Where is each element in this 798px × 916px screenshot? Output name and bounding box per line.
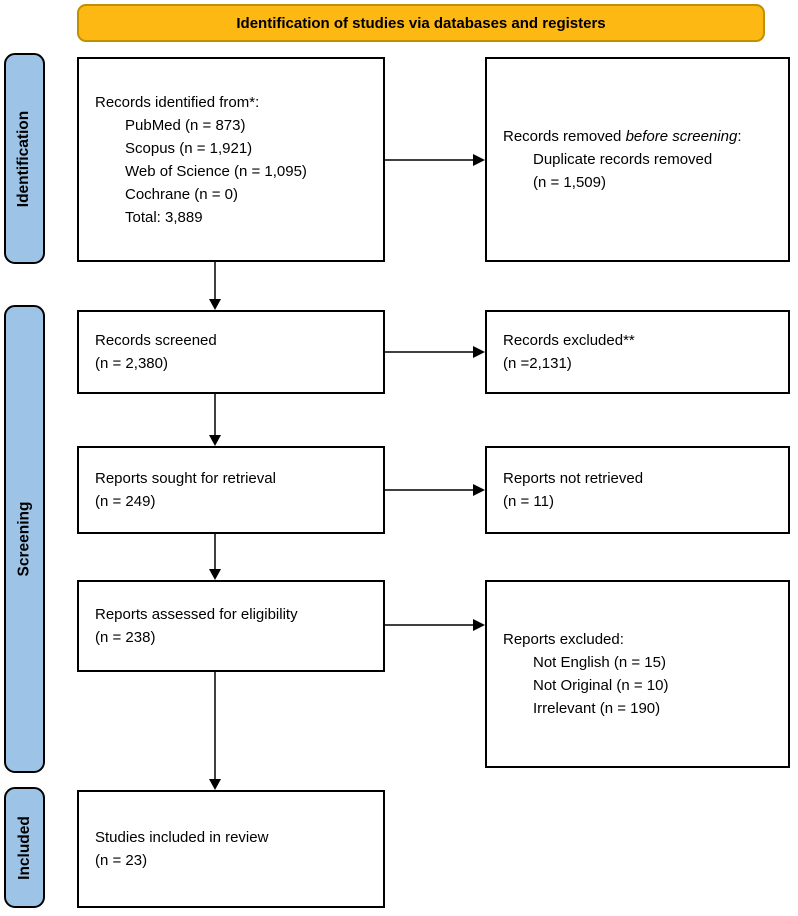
box-records-screened: Records screened (n = 2,380): [77, 310, 385, 394]
box-records-identified: Records identified from*: PubMed (n = 87…: [77, 57, 385, 262]
arrow-sought-to-assessed: [209, 534, 221, 580]
box-line: (n = 23): [95, 852, 148, 869]
box-records-excluded: Records excluded** (n =2,131): [485, 310, 790, 394]
box-line: PubMed (n = 873): [125, 116, 246, 134]
box-line: Irrelevant (n = 190): [533, 700, 661, 717]
box-line: Studies included in review: [95, 829, 269, 846]
stage-identification-text: Identification: [15, 110, 33, 207]
stage-label-included: Included: [4, 787, 45, 908]
box-title-italic: before screening: [625, 128, 738, 145]
box-line: Web of Science (n = 1,095): [125, 162, 307, 180]
box-title-prefix: Records removed: [503, 128, 626, 145]
box-line: Reports sought for retrieval: [95, 470, 276, 487]
box-line: (n = 238): [95, 629, 156, 646]
arrow-screened-to-sought: [209, 394, 221, 446]
box-studies-included: Studies included in review (n = 23): [77, 790, 385, 908]
box-reports-sought: Reports sought for retrieval (n = 249): [77, 446, 385, 534]
box-reports-excluded: Reports excluded: Not English (n = 15) N…: [485, 580, 790, 768]
box-line: Cochrane (n = 0): [125, 185, 238, 203]
box-reports-not-retrieved: Reports not retrieved (n = 11): [485, 446, 790, 534]
box-records-removed: Records removed before screening: Duplic…: [485, 57, 790, 262]
box-line: (n = 249): [95, 493, 156, 510]
box-line: Reports assessed for eligibility: [95, 606, 298, 623]
box-line: Scopus (n = 1,921): [125, 139, 253, 157]
box-title: Records identified from*:: [95, 93, 260, 111]
box-title: Records removed before screening:: [503, 125, 780, 148]
stage-label-identification: Identification: [4, 53, 45, 264]
stage-label-screening: Screening: [4, 305, 45, 773]
box-reports-assessed: Reports assessed for eligibility (n = 23…: [77, 580, 385, 672]
box-title-suffix: :: [737, 128, 742, 145]
arrow-identified-to-removed: [385, 154, 485, 166]
box-line: Records screened: [95, 332, 217, 349]
box-line: Total: 3,889: [125, 208, 203, 226]
stage-screening-text: Screening: [15, 501, 33, 577]
box-line: (n =2,131): [503, 355, 572, 372]
box-line: Not Original (n = 10): [533, 677, 669, 694]
box-line: (n = 2,380): [95, 355, 168, 372]
box-line: (n = 11): [503, 493, 554, 510]
arrow-assessed-to-reports-excluded: [385, 619, 485, 631]
box-title: Reports excluded:: [503, 631, 624, 648]
arrow-sought-to-not-retrieved: [385, 484, 485, 496]
box-line: Reports not retrieved: [503, 470, 644, 487]
box-line: Duplicate records removed: [533, 151, 713, 168]
arrow-screened-to-excluded: [385, 346, 485, 358]
stage-included-text: Included: [15, 815, 33, 880]
banner-title-label: Identification of studies via databases …: [236, 14, 606, 32]
box-line: (n = 1,509): [533, 174, 606, 191]
box-line: Records excluded**: [503, 332, 635, 349]
arrow-assessed-to-included: [209, 672, 221, 790]
box-line: Not English (n = 15): [533, 654, 666, 671]
banner-title: Identification of studies via databases …: [77, 4, 765, 42]
arrow-identified-to-screened: [209, 262, 221, 310]
